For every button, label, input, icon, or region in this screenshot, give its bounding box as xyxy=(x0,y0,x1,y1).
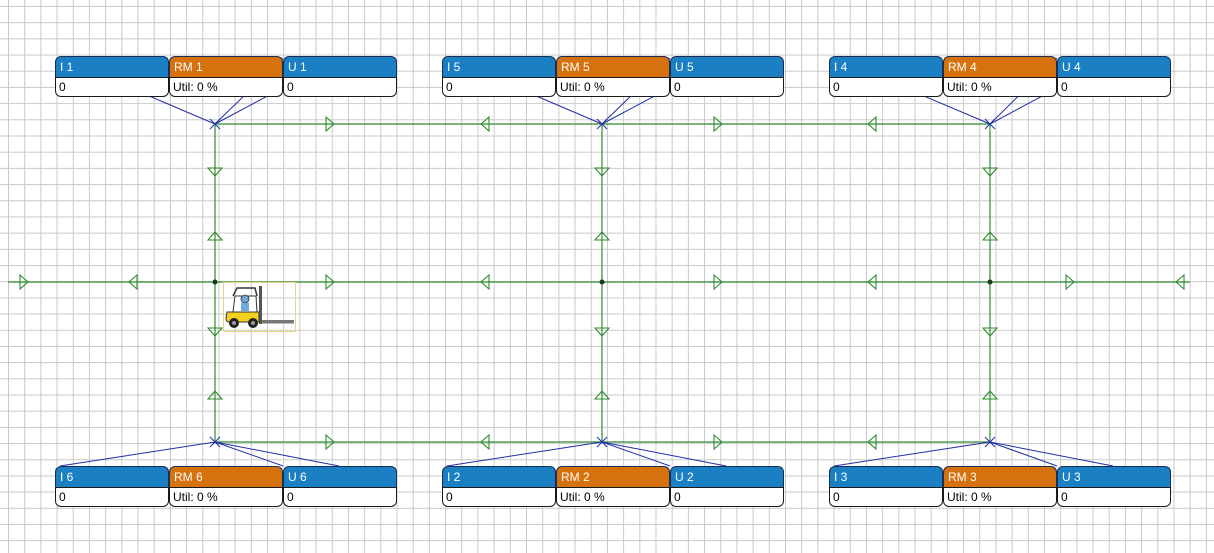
path-arrow-icon xyxy=(593,327,611,337)
path-arrow-icon xyxy=(1065,273,1075,291)
output-queue-label[interactable]: U 3 xyxy=(1057,466,1171,487)
machine-connector xyxy=(601,441,671,467)
path-arrow-icon xyxy=(867,273,877,291)
path-arrow-icon xyxy=(206,327,224,337)
input-queue-count: 0 xyxy=(442,77,556,97)
path-node-icon xyxy=(599,279,605,285)
path-arrow-icon xyxy=(713,115,723,133)
output-connector xyxy=(601,441,727,467)
input-queue-count: 0 xyxy=(55,487,169,507)
output-connector xyxy=(989,441,1114,467)
path-arrow-icon xyxy=(867,115,877,133)
path-arrow-icon xyxy=(981,327,999,337)
output-queue-count: 0 xyxy=(670,77,784,97)
path-arrow-icon xyxy=(981,231,999,241)
input-queue-label[interactable]: I 2 xyxy=(442,466,556,487)
machine-label[interactable]: RM 2 xyxy=(556,466,670,487)
machine-connector xyxy=(989,441,1058,467)
connection-point-icon xyxy=(596,436,608,448)
output-queue-label[interactable]: U 1 xyxy=(283,56,397,77)
input-connector xyxy=(833,441,991,467)
path-arrow-icon xyxy=(593,390,611,400)
input-queue-count: 0 xyxy=(55,77,169,97)
input-queue-count: 0 xyxy=(829,487,943,507)
input-queue-label[interactable]: I 5 xyxy=(442,56,556,77)
machine-utilization: Util: 0 % xyxy=(943,487,1057,507)
output-queue-count: 0 xyxy=(670,487,784,507)
path-node-icon xyxy=(212,279,218,285)
connection-point-icon xyxy=(596,118,608,130)
machine-connector xyxy=(214,441,284,467)
machine-utilization: Util: 0 % xyxy=(169,487,283,507)
output-queue-count: 0 xyxy=(1057,77,1171,97)
output-queue-count: 0 xyxy=(283,487,397,507)
input-queue-count: 0 xyxy=(829,77,943,97)
path-arrow-icon xyxy=(206,390,224,400)
path-arrow-icon xyxy=(325,115,335,133)
machine-utilization: Util: 0 % xyxy=(169,77,283,97)
input-queue-count: 0 xyxy=(442,487,556,507)
machine-label[interactable]: RM 4 xyxy=(943,56,1057,77)
output-connector xyxy=(214,441,340,467)
path-node-icon xyxy=(987,279,993,285)
output-queue-label[interactable]: U 2 xyxy=(670,466,784,487)
machine-label[interactable]: RM 6 xyxy=(169,466,283,487)
station-rm1[interactable]: I 1 RM 1 U 1 0 Util: 0 % 0 xyxy=(55,56,397,97)
input-connector xyxy=(59,441,216,467)
input-queue-label[interactable]: I 3 xyxy=(829,466,943,487)
station-rm3[interactable]: I 3 RM 3 U 3 0 Util: 0 % 0 xyxy=(829,466,1171,507)
path-arrow-icon xyxy=(981,167,999,177)
input-connector xyxy=(446,441,603,467)
path-arrow-icon xyxy=(480,433,490,451)
path-arrow-icon xyxy=(981,390,999,400)
machine-utilization: Util: 0 % xyxy=(943,77,1057,97)
input-queue-label[interactable]: I 6 xyxy=(55,466,169,487)
path-arrow-icon xyxy=(480,115,490,133)
station-rm5[interactable]: I 5 RM 5 U 5 0 Util: 0 % 0 xyxy=(442,56,784,97)
output-queue-label[interactable]: U 4 xyxy=(1057,56,1171,77)
machine-label[interactable]: RM 5 xyxy=(556,56,670,77)
input-queue-label[interactable]: I 4 xyxy=(829,56,943,77)
machine-utilization: Util: 0 % xyxy=(556,77,670,97)
station-rm4[interactable]: I 4 RM 4 U 4 0 Util: 0 % 0 xyxy=(829,56,1171,97)
path-arrow-icon xyxy=(593,231,611,241)
path-arrow-icon xyxy=(713,433,723,451)
connection-point-icon xyxy=(984,436,996,448)
forklift-icon[interactable] xyxy=(223,282,296,332)
path-arrow-icon xyxy=(128,273,138,291)
output-queue-count: 0 xyxy=(1057,487,1171,507)
output-queue-label[interactable]: U 6 xyxy=(283,466,397,487)
path-arrow-icon xyxy=(1175,273,1185,291)
output-queue-label[interactable]: U 5 xyxy=(670,56,784,77)
path-arrow-icon xyxy=(713,273,723,291)
machine-label[interactable]: RM 3 xyxy=(943,466,1057,487)
station-rm2[interactable]: I 2 RM 2 U 2 0 Util: 0 % 0 xyxy=(442,466,784,507)
path-arrow-icon xyxy=(325,433,335,451)
connection-point-icon xyxy=(984,118,996,130)
connection-point-icon xyxy=(209,436,221,448)
path-arrow-icon xyxy=(206,231,224,241)
path-arrow-icon xyxy=(867,433,877,451)
path-arrow-icon xyxy=(480,273,490,291)
output-queue-count: 0 xyxy=(283,77,397,97)
input-queue-label[interactable]: I 1 xyxy=(55,56,169,77)
station-rm6[interactable]: I 6 RM 6 U 6 0 Util: 0 % 0 xyxy=(55,466,397,507)
path-arrow-icon xyxy=(593,167,611,177)
path-arrow-icon xyxy=(325,273,335,291)
machine-label[interactable]: RM 1 xyxy=(169,56,283,77)
path-arrow-icon xyxy=(206,167,224,177)
machine-utilization: Util: 0 % xyxy=(556,487,670,507)
connection-point-icon xyxy=(209,118,221,130)
path-arrow-icon xyxy=(19,273,29,291)
